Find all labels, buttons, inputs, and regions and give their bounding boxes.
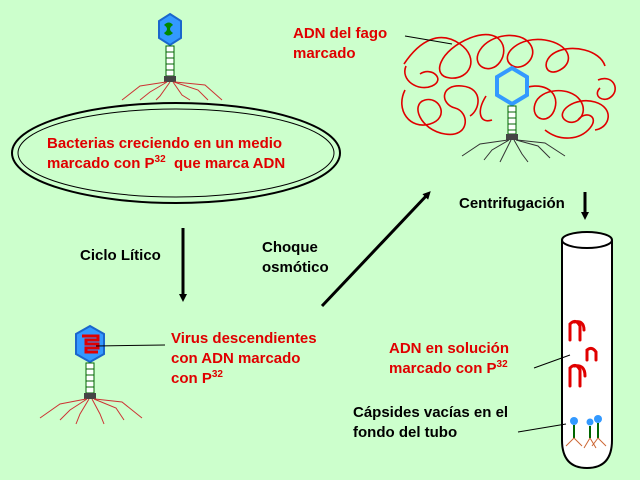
solution-pointer-line — [533, 354, 571, 369]
choque-line1: Choque — [262, 239, 318, 256]
bacteria-label-sup: 32 — [154, 154, 166, 165]
bacteria-label-line1: Bacterias creciendo en un medio — [47, 135, 283, 152]
adn-fago-line2: marcado — [293, 45, 356, 62]
adn-solucion-line1: ADN en solución — [389, 340, 510, 357]
adn-fago-line1: ADN del fago — [293, 25, 388, 42]
choque-line2: osmótico — [262, 259, 329, 276]
capsides-line2: fondo del tubo — [353, 424, 458, 441]
capsides-label: Cápsides vacías en el fondo del tubo — [353, 403, 508, 443]
centrifugacion-label: Centrifugación — [459, 195, 565, 212]
virus-label-line3: con P32 — [171, 369, 317, 389]
bacteria-label-line2-post: que marca ADN — [165, 155, 286, 172]
virus-label-sup: 32 — [211, 369, 223, 380]
adn-solucion-line2-pre: marcado con P — [389, 360, 497, 377]
virus-label-line2: con ADN marcado — [171, 350, 301, 367]
adn-solucion-label: ADN en solución marcado con P32 — [389, 339, 509, 379]
dna-pointer-line — [404, 35, 453, 45]
capsides-pointer-line — [517, 423, 567, 433]
virus-label-line3-pre: con P — [171, 370, 212, 387]
capsides-line1: Cápsides vacías en el — [353, 404, 509, 421]
empty-capsids — [565, 415, 607, 449]
bacteria-label: Bacterias creciendo en un medio marcado … — [47, 134, 285, 174]
progeny-phage — [39, 324, 143, 425]
top-phage — [121, 12, 223, 101]
osmotic-arrow — [320, 191, 431, 308]
bacteria-ellipse — [11, 102, 341, 204]
adn-solucion-line2: marcado con P32 — [389, 359, 509, 379]
bacteria-label-line2-pre: marcado con P — [47, 155, 155, 172]
virus-label: Virus descendientes con ADN marcado con … — [171, 329, 317, 389]
bacteria-label-line2: marcado con P32 que marca ADN — [47, 154, 285, 174]
injecting-phage — [461, 65, 566, 163]
virus-pointer-line — [95, 344, 166, 347]
dna-in-solution — [568, 319, 598, 388]
choque-osmotico-label: Choque osmótico — [262, 238, 329, 278]
ciclo-litico-label: Ciclo Lítico — [80, 247, 161, 264]
virus-label-line1: Virus descendientes — [171, 330, 317, 347]
adn-fago-label: ADN del fago marcado — [293, 24, 387, 64]
adn-solucion-sup: 32 — [496, 359, 508, 370]
labeled-dna-tangle — [401, 33, 616, 139]
